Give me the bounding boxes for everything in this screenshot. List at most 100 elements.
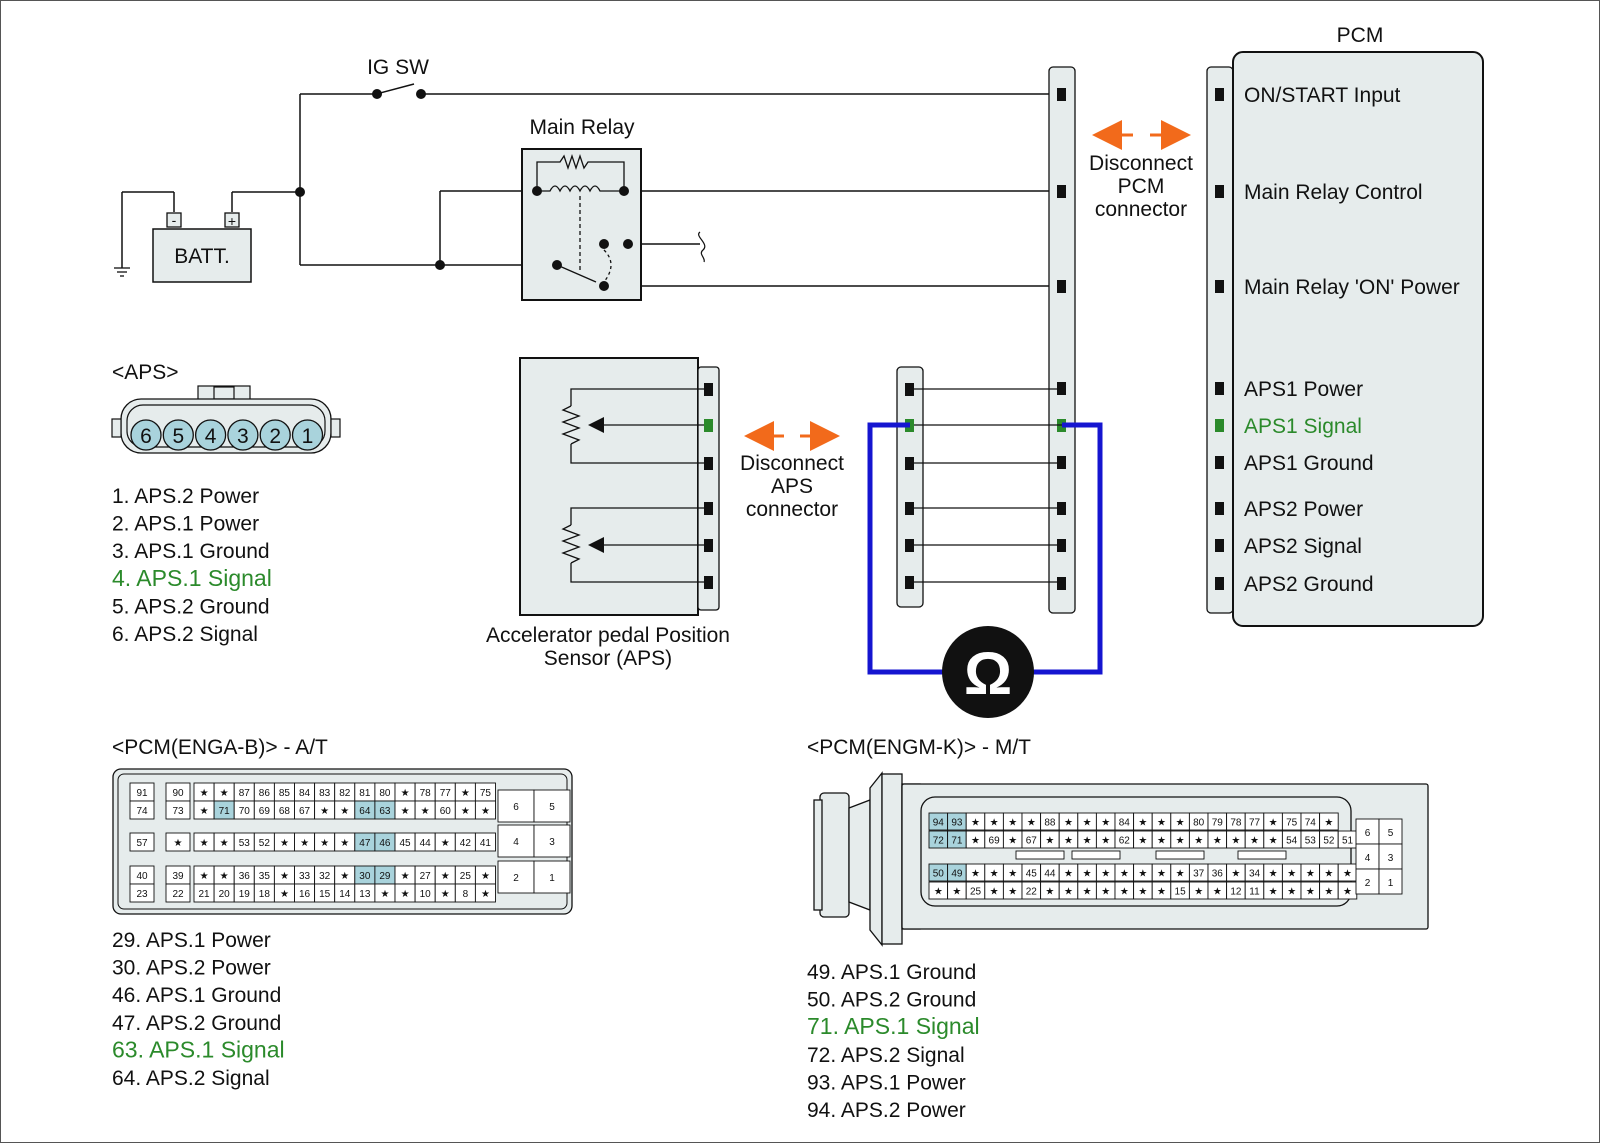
engm-pin-label: 34 <box>1249 869 1261 880</box>
aps-legend-item: 4. APS.1 Signal <box>112 565 272 591</box>
enga-pin-label: 27 <box>420 871 432 882</box>
engm-pin-label: ★ <box>1027 818 1036 829</box>
enga-legend-item: 46. APS.1 Ground <box>112 984 281 1007</box>
engm-pin-label: ★ <box>1231 869 1240 880</box>
enga-pin-cell <box>165 800 191 820</box>
battery <box>152 228 252 283</box>
engm-pin-label: 74 <box>1305 818 1317 829</box>
engm-pin-label: ★ <box>1083 869 1092 880</box>
main-relay-label: Main Relay <box>529 116 635 139</box>
engm-pin-label: ★ <box>1194 887 1203 898</box>
engm-pin-label: ★ <box>1083 887 1092 898</box>
enga-legend-item: 63. APS.1 Signal <box>112 1036 285 1062</box>
pcm-device-connector <box>1206 66 1234 614</box>
engm-pin-label: 69 <box>989 836 1001 847</box>
engm-pin-label: 84 <box>1119 818 1131 829</box>
engm-pin-label: ★ <box>1231 836 1240 847</box>
aps-face-pin <box>291 419 324 451</box>
enga-pin-label: ★ <box>461 788 470 799</box>
pcm-device-pin <box>1215 502 1224 515</box>
enga-pin-label: ★ <box>280 889 289 900</box>
enga-pin-label: 77 <box>440 788 452 799</box>
aps-sensor-connector <box>697 366 720 611</box>
ohmmeter-icon <box>942 626 1034 718</box>
engm-pin-label: ★ <box>1269 869 1278 880</box>
enga-pin-label: 90 <box>172 788 184 799</box>
enga-pin-label: 78 <box>420 788 432 799</box>
engm-pin-label: 36 <box>1212 869 1224 880</box>
enga-pin-label: 75 <box>480 788 492 799</box>
engm-key-slot <box>1071 850 1121 860</box>
aps-harness-pin <box>905 576 914 589</box>
aps-face-pin-number: 3 <box>237 425 249 448</box>
ig-sw-label: IG SW <box>367 56 429 79</box>
aps-legend-item: 6. APS.2 Signal <box>112 623 258 646</box>
aps-potentiometers <box>561 388 708 583</box>
enga-pin-label: ★ <box>401 788 410 799</box>
enga-pin-label: 63 <box>379 806 391 817</box>
enga-pin-label: 14 <box>339 889 351 900</box>
engm-pin-label: 37 <box>1193 869 1205 880</box>
engm-pin-label: 75 <box>1286 818 1298 829</box>
enga-pin-label: ★ <box>200 806 209 817</box>
engm-pin-label: ★ <box>1343 887 1352 898</box>
engm-pin-label: ★ <box>1064 869 1073 880</box>
enga-pin-label: 32 <box>319 871 331 882</box>
engm-key-slot <box>1155 850 1205 860</box>
enga-pin-label: 52 <box>259 838 271 849</box>
pcm-pin-label: Main Relay 'ON' Power <box>1244 276 1460 299</box>
battery-plus-label: + <box>228 213 236 229</box>
enga-pin-label: 47 <box>359 838 371 849</box>
engm-pin-label: ★ <box>1176 818 1185 829</box>
engm-pin-label: ★ <box>990 818 999 829</box>
enga-right-pin-label: 1 <box>549 873 555 884</box>
pcm-device-pin <box>1215 419 1224 432</box>
engm-pin-label: ★ <box>1138 818 1147 829</box>
aps-sensor-pin <box>704 419 713 432</box>
enga-pin-label: 33 <box>299 871 311 882</box>
enga-pin-label: ★ <box>220 788 229 799</box>
engm-right-pin-label: 4 <box>1365 853 1371 864</box>
engm-pin-label: 62 <box>1119 836 1131 847</box>
ohmmeter-lead-right <box>1024 422 1103 675</box>
enga-right-pin-label: 5 <box>549 802 555 813</box>
enga-pin-label: ★ <box>461 806 470 817</box>
engm-pin-label: ★ <box>1157 869 1166 880</box>
enga-pin-label: ★ <box>200 871 209 882</box>
enga-pin-label: 91 <box>136 788 148 799</box>
disconnect-aps-line2: APS <box>771 475 813 498</box>
relay-terminals <box>532 186 633 291</box>
aps-sensor-pin <box>704 539 713 552</box>
disconnect-aps-line1: Disconnect <box>740 452 844 475</box>
engm-key-slot <box>1015 850 1065 860</box>
engm-right-pin-label: 3 <box>1388 853 1394 864</box>
engm-pin-label: 51 <box>1342 836 1354 847</box>
pcm-harness-pin <box>1057 88 1066 101</box>
engm-right-pin-label: 5 <box>1388 828 1394 839</box>
engm-pin-label: ★ <box>1250 836 1259 847</box>
enga-pin-label: 39 <box>172 871 184 882</box>
engm-legend-item: 50. APS.2 Ground <box>807 989 976 1012</box>
enga-pin-label: 42 <box>460 838 472 849</box>
pcm-pin-label: APS2 Ground <box>1244 573 1374 596</box>
enga-pin-label: 57 <box>136 838 148 849</box>
engm-pin-label: ★ <box>1138 836 1147 847</box>
engm-pin-label: ★ <box>1213 887 1222 898</box>
aps-sensor-label-line2: Sensor (APS) <box>544 647 672 670</box>
aps-legend-item: 2. APS.1 Power <box>112 513 259 536</box>
engm-pin-label: ★ <box>1101 869 1110 880</box>
enga-right-pin-label: 4 <box>513 837 519 848</box>
enga-pin-label: 44 <box>420 838 432 849</box>
engm-connector-body <box>813 771 1429 947</box>
aps-face-pin-number: 6 <box>140 425 152 448</box>
enga-pin-label: ★ <box>320 806 329 817</box>
enga-pin-cell <box>129 832 155 852</box>
wire-break-icon <box>698 231 706 263</box>
enga-pin-label: 80 <box>379 788 391 799</box>
engm-pin-label: ★ <box>1101 887 1110 898</box>
engm-pin-label: 50 <box>933 869 945 880</box>
engm-pin-cell <box>1319 812 1339 831</box>
enga-pin-label: 46 <box>379 838 391 849</box>
aps-sensor-pin <box>704 457 713 470</box>
enga-pin-label: ★ <box>421 806 430 817</box>
